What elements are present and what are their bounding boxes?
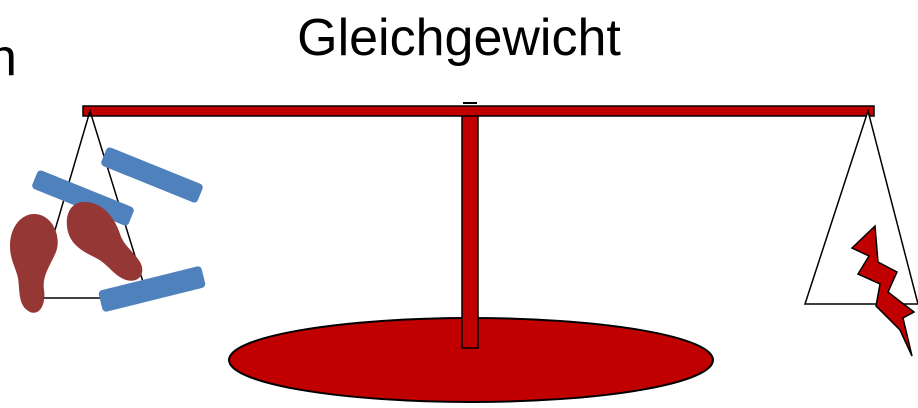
scale-beam xyxy=(83,106,874,116)
scale-post xyxy=(462,110,478,348)
left-pan-blue-blocks xyxy=(31,146,206,312)
